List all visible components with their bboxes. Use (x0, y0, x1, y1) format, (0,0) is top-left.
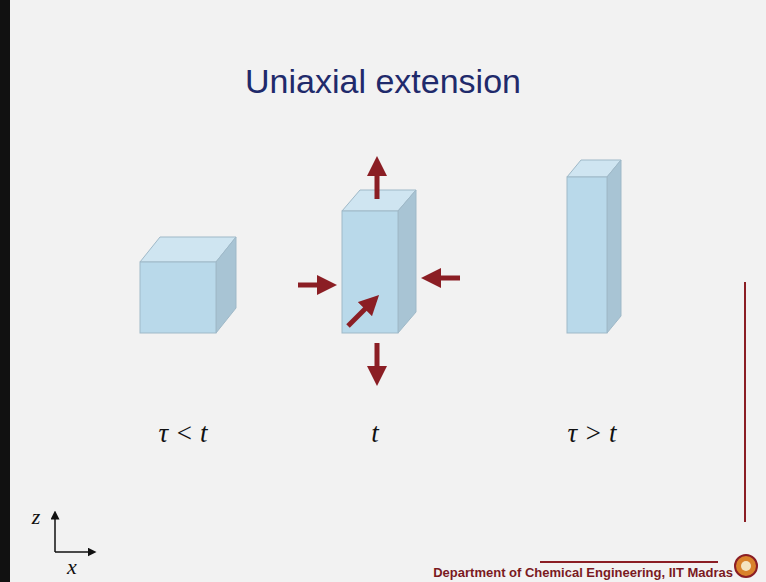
time-label: τ > t (568, 418, 617, 449)
footer-text: Department of Chemical Engineering, IIT … (433, 565, 733, 580)
force-arrows (298, 166, 460, 376)
cube-stretching (342, 190, 416, 333)
cube-after (567, 160, 621, 333)
time-label: τ < t (159, 418, 208, 449)
slide-title: Uniaxial extension (0, 62, 766, 101)
divider-line (744, 282, 746, 522)
axes (55, 515, 92, 552)
footer-line (540, 561, 718, 563)
time-label: t (371, 418, 379, 449)
side-bar (0, 0, 10, 582)
cube-before (140, 237, 236, 333)
axis-label: x (67, 554, 77, 580)
axis-label: z (32, 504, 41, 530)
logo (735, 555, 757, 577)
